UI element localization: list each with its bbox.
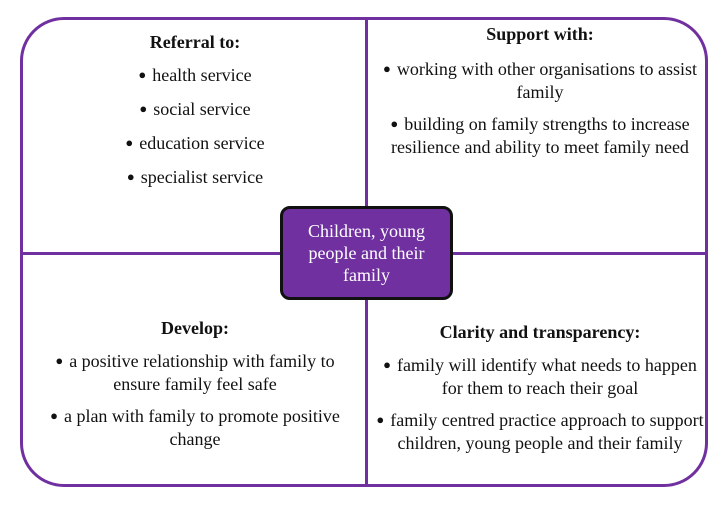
bullet-icon: ●: [390, 116, 399, 131]
list-item: ● family centred practice approach to sup…: [372, 408, 708, 455]
quadrant-develop: Develop: ● a positive relationship with f…: [30, 317, 360, 459]
bullet-icon: ●: [382, 61, 391, 76]
list-item-text: family centred practice approach to supp…: [390, 410, 704, 453]
list-item-text: building on family strengths to increase…: [391, 114, 690, 157]
list-item: ● a plan with family to promote positive …: [30, 404, 360, 451]
bullet-icon: ●: [139, 101, 148, 116]
list-item-text: working with other organisations to assi…: [396, 59, 697, 102]
list-item-text: specialist service: [140, 167, 264, 187]
bullet-icon: ●: [50, 408, 58, 423]
quadrant-heading: Referral to:: [149, 32, 241, 52]
list-item-text: education service: [139, 133, 265, 153]
quadrant-heading: Support with:: [486, 24, 594, 44]
center-label: Children, young people and their family: [308, 221, 425, 285]
list-item: ● specialist service: [30, 165, 360, 189]
bullet-icon: ●: [126, 169, 135, 184]
bullet-icon: ●: [138, 67, 147, 82]
list-item: ● social service: [30, 97, 360, 121]
quadrant-referral: Referral to: ● health service ● social ser…: [30, 31, 360, 199]
quadrant-heading: Develop:: [161, 318, 229, 338]
list-item-text: health service: [152, 65, 252, 85]
list-item-text: a plan with family to promote positive c…: [63, 406, 340, 449]
bullet-icon: ●: [55, 353, 64, 368]
bullet-icon: ●: [125, 135, 134, 150]
quadrant-clarity: Clarity and transparency: ● family will i…: [372, 321, 708, 463]
bullet-icon: ●: [383, 357, 391, 372]
quadrant-heading: Clarity and transparency:: [439, 322, 641, 342]
list-item-text: social service: [153, 99, 251, 119]
quadrant-support: Support with: ● working with other organi…: [372, 23, 708, 167]
list-item: ● health service: [30, 63, 360, 87]
list-item: ● working with other organisations to ass…: [372, 57, 708, 104]
list-item: ● a positive relationship with family to …: [30, 349, 360, 396]
list-item: ● family will identify what needs to happ…: [372, 353, 708, 400]
list-item: ● education service: [30, 131, 360, 155]
list-item-text: family will identify what needs to happe…: [396, 355, 697, 398]
list-item-text: a positive relationship with family to e…: [69, 351, 335, 394]
bullet-icon: ●: [376, 412, 385, 427]
center-box: Children, young people and their family: [280, 206, 453, 300]
list-item: ●building on family strengths to increas…: [372, 112, 708, 159]
